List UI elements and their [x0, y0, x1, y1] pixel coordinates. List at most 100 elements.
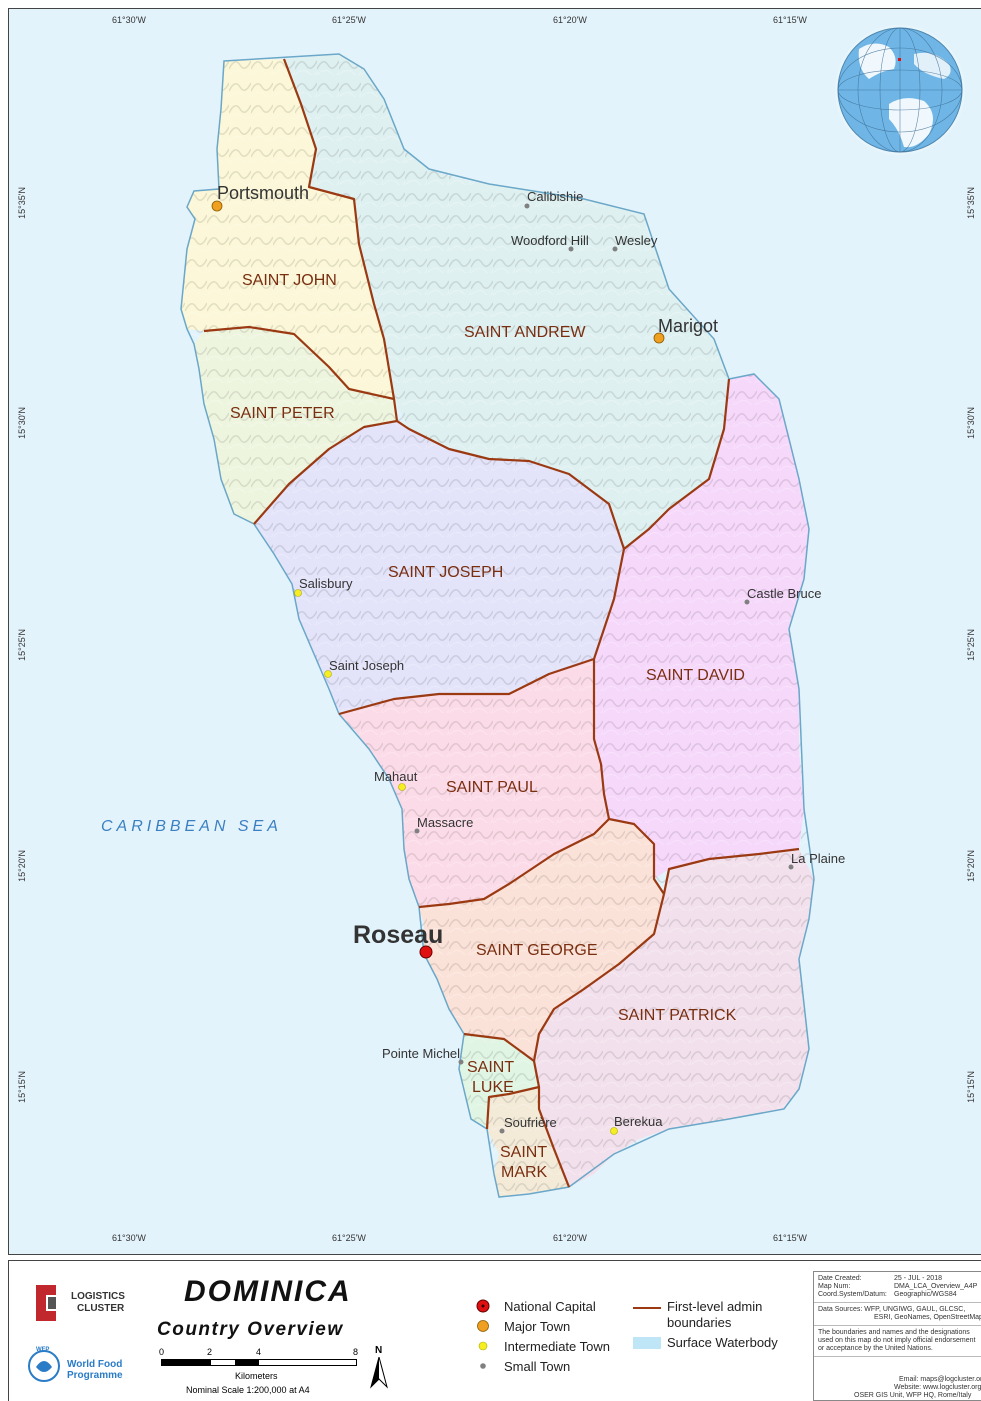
legend-small: Small Town: [504, 1359, 571, 1374]
legend-major-icon: [477, 1320, 489, 1332]
legend-water: Surface Waterbody: [667, 1335, 778, 1350]
logistics-logo-line1: LOGISTICS: [71, 1291, 125, 1302]
meta-sources-2: ESRI, GeoNames, OpenStreetMap: [874, 1314, 981, 1321]
label-saint-paul: SAINT PAUL: [446, 779, 538, 796]
legend-capital-icon: [476, 1299, 490, 1313]
label-saint-luke-line2: LUKE: [472, 1079, 514, 1096]
wfp-small-text: WFP: [36, 1347, 50, 1353]
label-castle-bruce: Castle Bruce: [747, 586, 821, 601]
scale-tick-4: 4: [256, 1347, 262, 1357]
coord-right-2: 15°30'N: [966, 407, 976, 439]
legend-panel: LOGISTICS CLUSTER WFP World Food Program…: [8, 1260, 981, 1401]
label-saint-joseph-town: Saint Joseph: [329, 658, 404, 673]
coord-left-3: 15°25'N: [17, 629, 27, 661]
meta-date-label: Date Created:: [818, 1275, 862, 1282]
marker-pointe-michel[interactable]: [458, 1059, 464, 1065]
admin-boundaries: [203, 58, 800, 1188]
label-roseau: Roseau: [353, 921, 443, 949]
north-label: N: [375, 1345, 383, 1356]
coord-left-1: 15°35'N: [17, 187, 27, 219]
legend-water-swatch: [633, 1337, 661, 1349]
label-saint-david: SAINT DAVID: [646, 667, 745, 684]
meta-website[interactable]: Website: www.logcluster.org: [894, 1384, 981, 1391]
island-map[interactable]: SAINT JOHN SAINT ANDREW SAINT PETER SAIN…: [9, 9, 981, 1254]
marker-castle-bruce[interactable]: [744, 599, 750, 605]
meta-disclaimer-1: The boundaries and names and the designa…: [818, 1329, 970, 1336]
coord-top-3: 61°20'W: [553, 15, 587, 25]
coastline: [180, 53, 815, 1198]
meta-email[interactable]: Email: maps@logcluster.org: [899, 1376, 981, 1383]
coord-bottom-2: 61°25'W: [332, 1233, 366, 1243]
wfp-line2: Programme: [67, 1370, 123, 1381]
legend-boundary-line: [633, 1307, 661, 1309]
label-saint-joseph: SAINT JOSEPH: [388, 564, 503, 581]
legend-intermediate: Intermediate Town: [504, 1339, 610, 1354]
wfp-emblem-icon: [28, 1350, 60, 1382]
marker-massacre[interactable]: [414, 828, 420, 834]
marker-mahaut[interactable]: [398, 783, 406, 791]
marker-la-plaine[interactable]: [788, 864, 794, 870]
logistics-logo-line2: CLUSTER: [77, 1303, 125, 1314]
coord-left-4: 15°20'N: [17, 850, 27, 882]
legend-boundary-1: First-level admin: [667, 1299, 763, 1314]
map-title: DOMINICA: [184, 1275, 352, 1308]
marker-berekua[interactable]: [610, 1127, 618, 1135]
north-arrow-icon: [370, 1357, 388, 1389]
label-saint-patrick: SAINT PATRICK: [618, 1007, 737, 1024]
meta-sources-1: Data Sources: WFP, UNGIWG, GAUL, GLCSC,: [818, 1306, 966, 1313]
label-calibishie: Calibishie: [527, 189, 583, 204]
label-saint-luke-line1: SAINT: [467, 1059, 514, 1076]
meta-coord-label: Coord.System/Datum:: [818, 1291, 887, 1298]
relief-shading: [181, 54, 814, 1197]
label-pointe-michel: Pointe Michel: [382, 1046, 460, 1061]
logistics-cluster-logo-icon: [36, 1285, 56, 1321]
meta-disclaimer-3: or acceptance by the United Nations.: [818, 1345, 933, 1352]
marker-salisbury[interactable]: [294, 589, 302, 597]
label-saint-andrew: SAINT ANDREW: [464, 324, 586, 341]
label-saint-george: SAINT GEORGE: [476, 942, 598, 959]
globe-inset: [835, 25, 965, 155]
marker-marigot[interactable]: [653, 332, 665, 344]
town-labels: Portsmouth Calibishie Woodford Hill Wesl…: [217, 183, 845, 1130]
coord-bottom-1: 61°30'W: [112, 1233, 146, 1243]
label-saint-peter: SAINT PETER: [230, 405, 335, 422]
map-frame[interactable]: SAINT JOHN SAINT ANDREW SAINT PETER SAIN…: [8, 8, 981, 1255]
scale-tick-8: 8: [353, 1347, 359, 1357]
label-mahaut: Mahaut: [374, 769, 418, 784]
marker-calibishie[interactable]: [524, 203, 530, 209]
legend-intermediate-icon: [478, 1341, 488, 1351]
parish-labels: SAINT JOHN SAINT ANDREW SAINT PETER SAIN…: [230, 272, 745, 1181]
legend-major: Major Town: [504, 1319, 571, 1334]
coord-top-2: 61°25'W: [332, 15, 366, 25]
marker-roseau[interactable]: [419, 945, 433, 959]
label-salisbury: Salisbury: [299, 576, 353, 591]
label-marigot: Marigot: [658, 316, 718, 336]
marker-portsmouth[interactable]: [211, 200, 223, 212]
label-berekua: Berekua: [614, 1114, 663, 1129]
label-saint-john: SAINT JOHN: [242, 272, 337, 289]
map-subtitle: Country Overview: [157, 1319, 344, 1340]
coord-top-1: 61°30'W: [112, 15, 146, 25]
marker-woodford-hill[interactable]: [568, 246, 574, 252]
label-saint-mark-line1: SAINT: [500, 1144, 547, 1161]
meta-date-value: 25 - JUL - 2018: [894, 1275, 942, 1282]
label-woodford-hill: Woodford Hill: [511, 233, 589, 248]
label-portsmouth: Portsmouth: [217, 183, 309, 203]
label-la-plaine: La Plaine: [791, 851, 845, 866]
nominal-scale: Nominal Scale 1:200,000 at A4: [186, 1385, 310, 1395]
scale-unit: Kilometers: [235, 1371, 278, 1381]
caribbean-sea-label: CARIBBEAN SEA: [101, 818, 282, 835]
coord-top-4: 61°15'W: [773, 15, 807, 25]
meta-mapnum-label: Map Num:: [818, 1283, 851, 1290]
label-saint-mark-line2: MARK: [501, 1164, 548, 1181]
legend-small-icon: [480, 1363, 486, 1369]
metadata-box: Date Created: 25 - JUL - 2018 Map Num: D…: [813, 1271, 981, 1401]
scale-tick-2: 2: [207, 1347, 213, 1357]
town-markers: [211, 200, 794, 1135]
marker-wesley[interactable]: [612, 246, 618, 252]
marker-saint-joseph[interactable]: [324, 670, 332, 678]
legend-capital: National Capital: [504, 1299, 596, 1314]
label-massacre: Massacre: [417, 815, 473, 830]
marker-soufriere[interactable]: [499, 1128, 505, 1134]
meta-disclaimer-2: used on this map do not imply official e…: [818, 1337, 976, 1344]
